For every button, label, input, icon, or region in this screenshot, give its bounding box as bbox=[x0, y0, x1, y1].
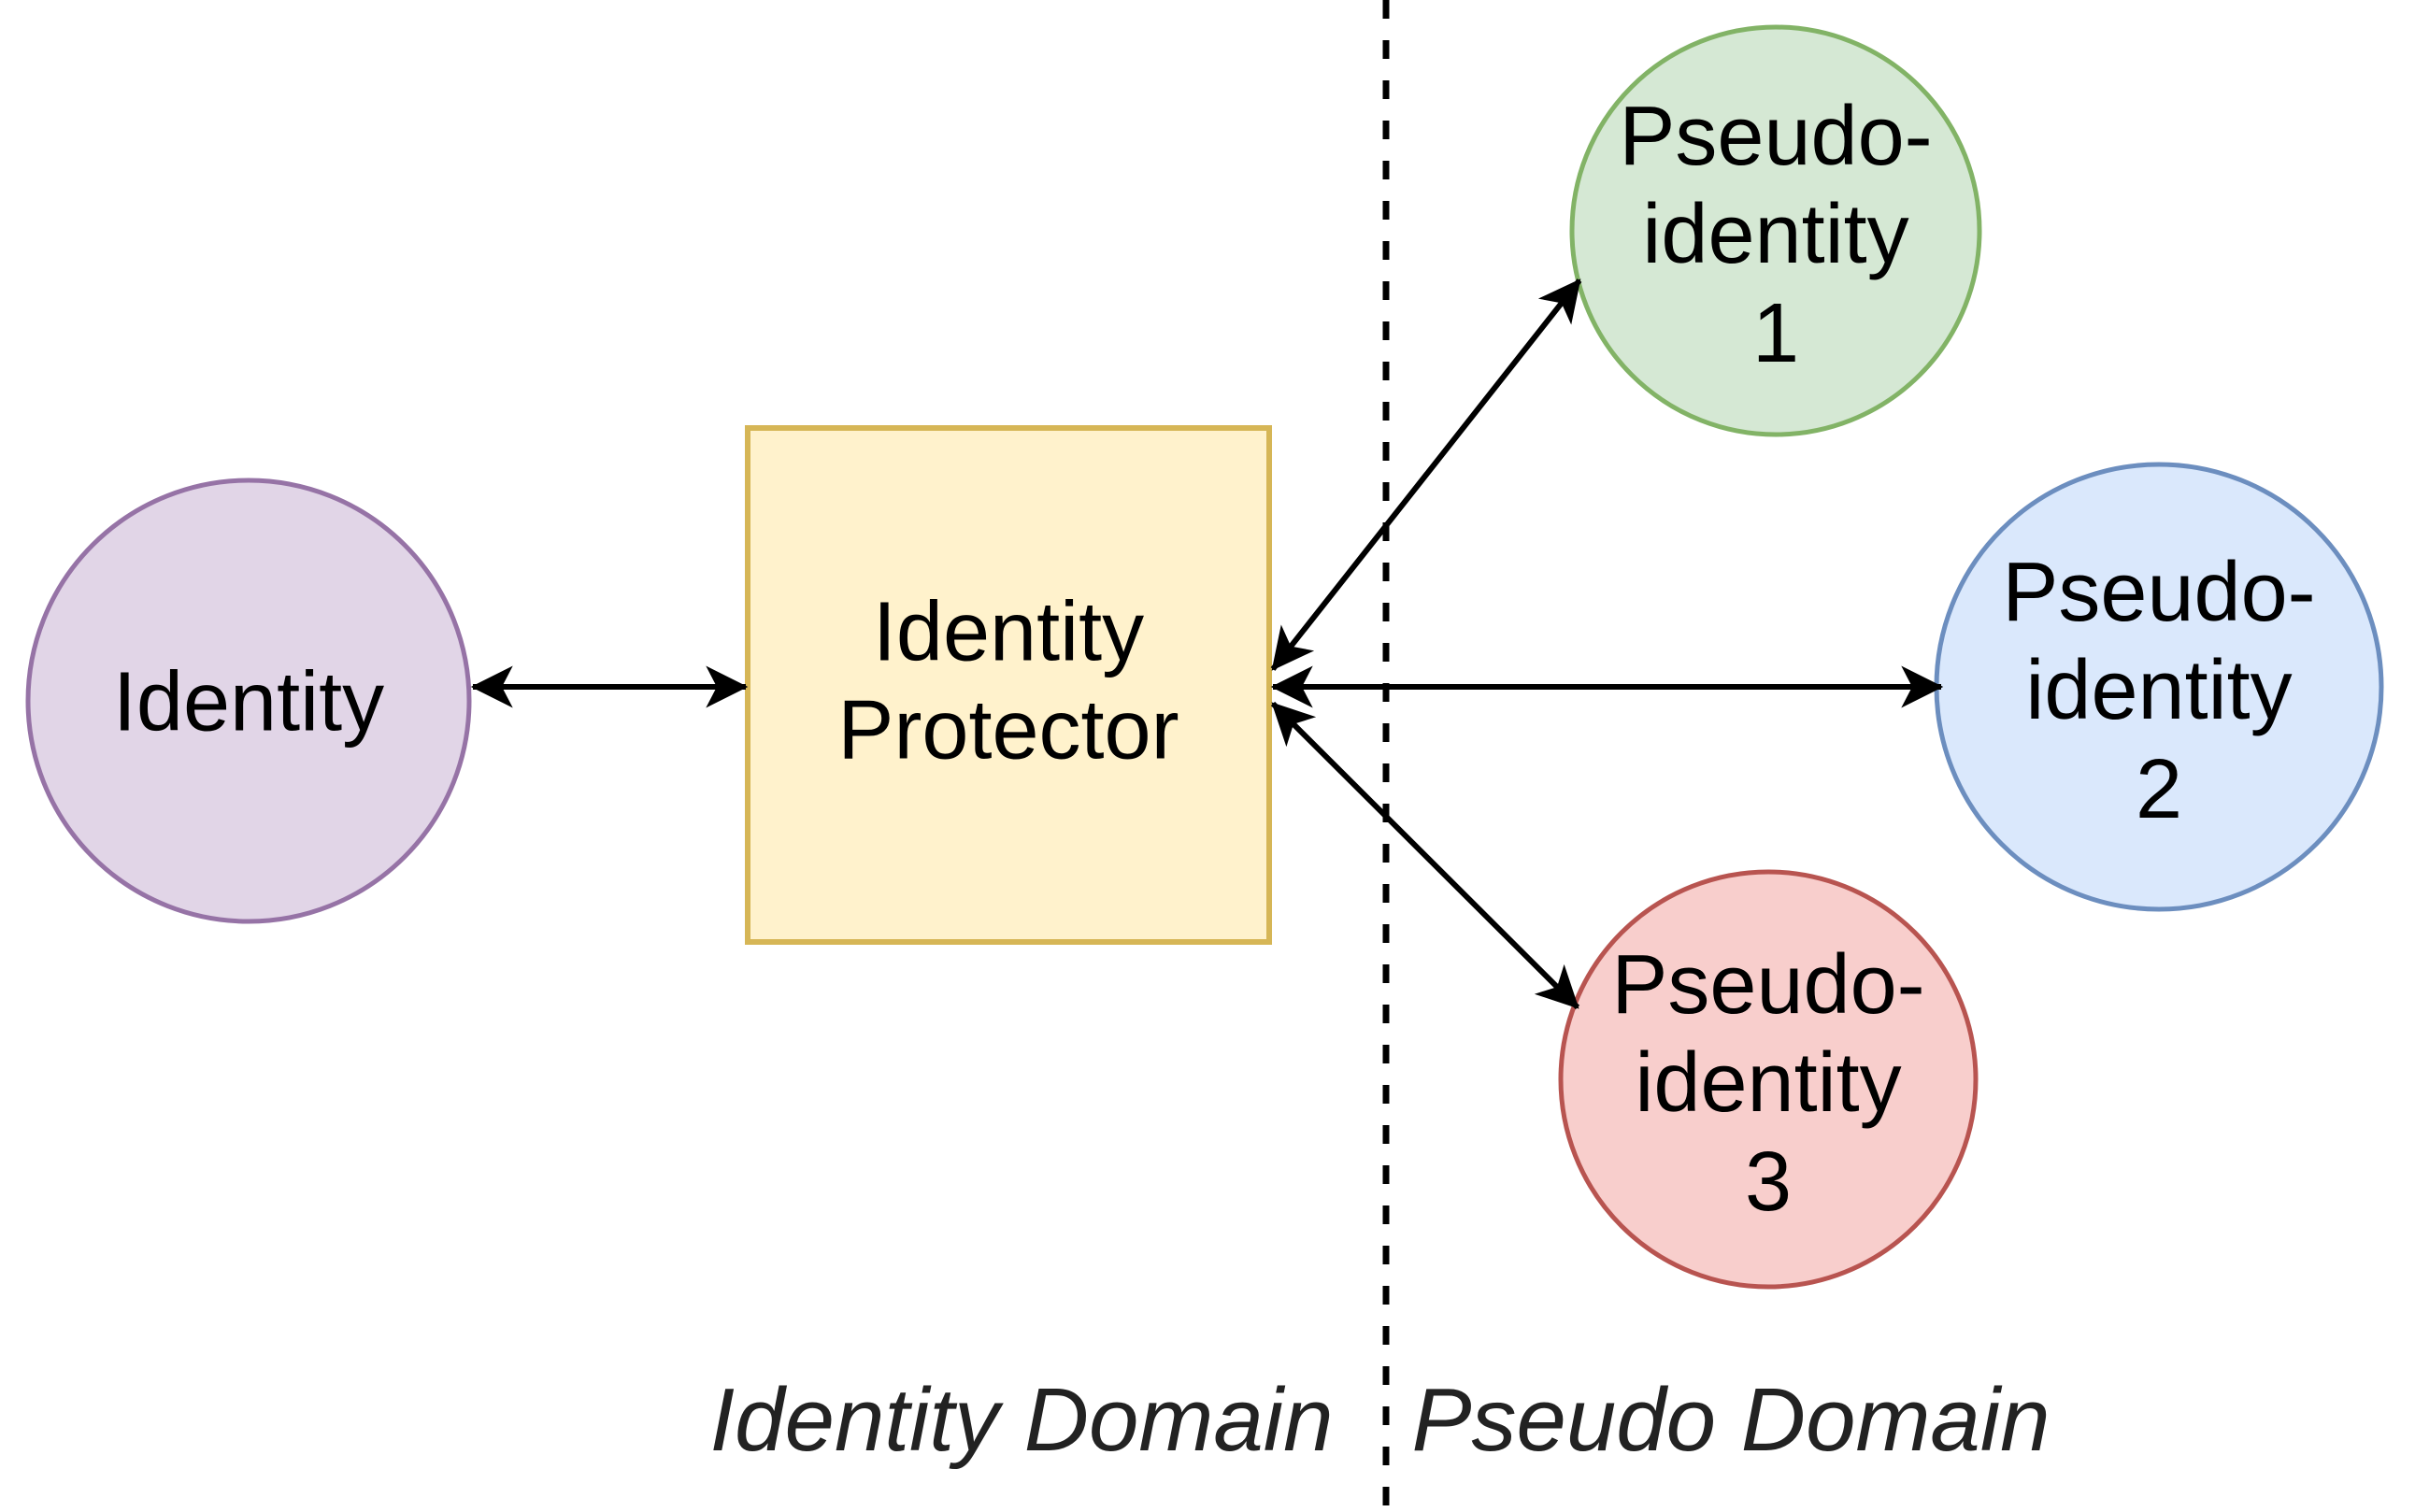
pseudo-identity-2-node bbox=[1934, 462, 2384, 912]
edge-protector-to-pseudo1 bbox=[1270, 278, 1582, 671]
edge-protector-to-pseudo3 bbox=[1270, 701, 1580, 1010]
pseudo-identity-3-node bbox=[1558, 869, 1979, 1290]
identity-node bbox=[25, 478, 472, 924]
identity-protector-node bbox=[745, 425, 1272, 945]
pseudo-identity-1-node bbox=[1569, 24, 1982, 437]
